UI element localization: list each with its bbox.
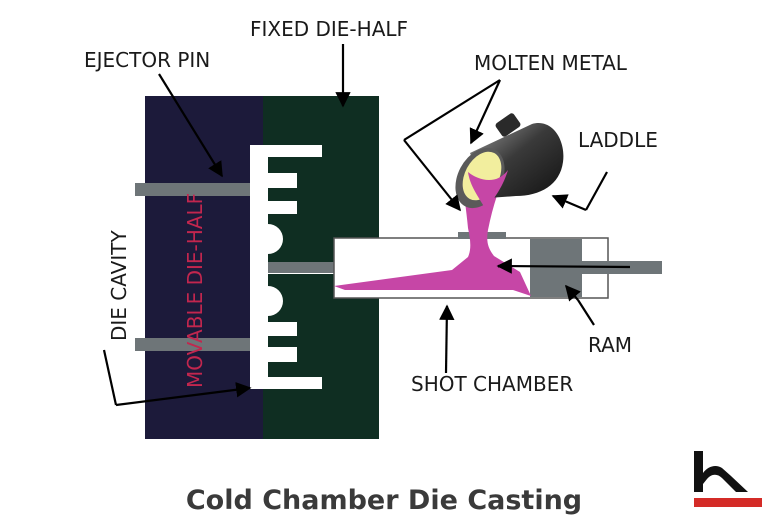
ram-head [530, 239, 582, 297]
ladle [455, 113, 564, 210]
arrow-die-cavity-b [115, 382, 252, 407]
caption: Cold Chamber Die Casting [186, 485, 582, 516]
arrow-laddle [585, 171, 608, 211]
gate-rod [268, 262, 344, 273]
molten-metal-label: MOLTEN METAL [474, 51, 628, 75]
shot-chamber-label: SHOT CHAMBER [411, 372, 573, 396]
ejector-pin-label: EJECTOR PIN [84, 48, 210, 72]
fixed-die-half-label: FIXED DIE-HALF [250, 17, 408, 41]
ejector-pin-upper [135, 183, 252, 196]
arrow-laddle-b [551, 194, 587, 212]
arrow-die-cavity [102, 349, 118, 406]
logo-bar [694, 498, 762, 507]
logo-glyph [694, 451, 748, 492]
arrow-molten-metal-a [403, 79, 501, 141]
arrow-shot-chamber [439, 304, 455, 374]
arrow-molten-metal-c [469, 79, 501, 145]
arrow-pool [496, 258, 631, 274]
arrow-molten-metal-b [403, 139, 461, 212]
arrow-ram [577, 299, 595, 326]
die-cavity-label: DIE CAVITY [107, 230, 131, 341]
ram-label: RAM [588, 333, 632, 357]
ladle-handle [495, 113, 521, 137]
brand-logo [694, 451, 762, 507]
ejector-pin-lower [135, 338, 252, 351]
movable-die-half [145, 96, 265, 439]
arrow-ram-b [564, 284, 581, 302]
movable-die-half-label: MOVABLE DIE-HALF [183, 193, 207, 388]
laddle-label: LADDLE [578, 128, 658, 152]
arrow-ejector-pin [158, 73, 223, 178]
ladle-pour-lip [468, 170, 508, 210]
